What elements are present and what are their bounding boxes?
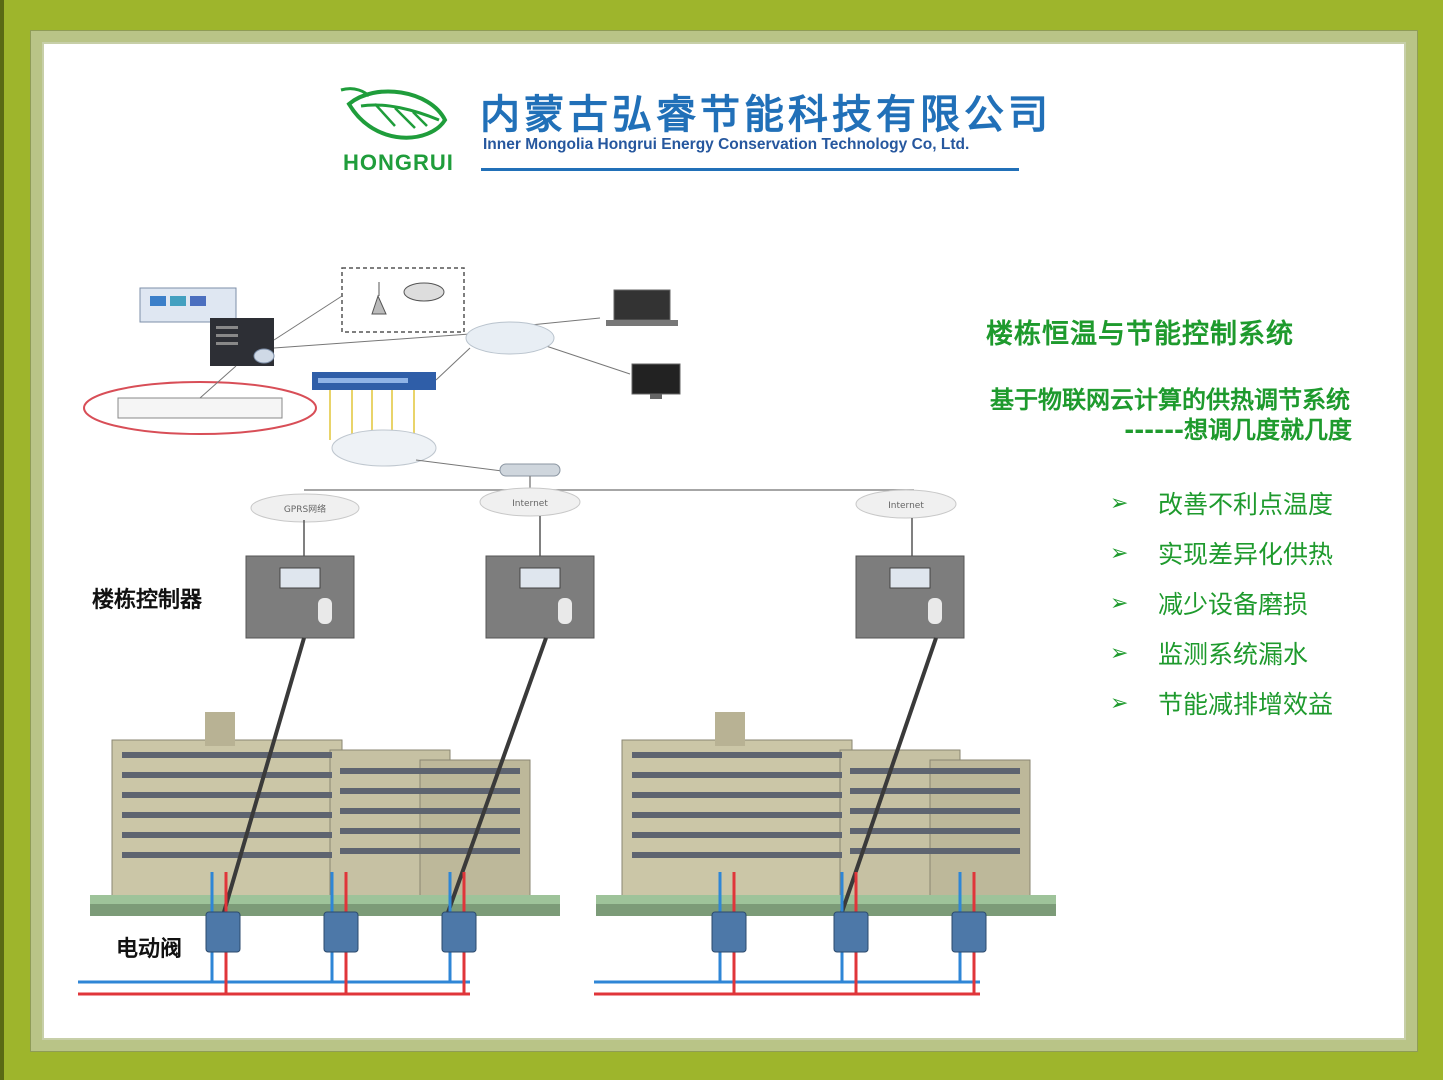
- feature-item: ➢ 节能减排增效益: [1110, 678, 1390, 728]
- feature-item: ➢ 监测系统漏水: [1110, 628, 1390, 678]
- phone-icon: [403, 282, 445, 302]
- feature-item: ➢ 改善不利点温度: [1110, 478, 1390, 528]
- cloud-platform-icon: [465, 321, 555, 355]
- control-center-monitor-icon: [139, 287, 237, 323]
- system-subtitle-line2: ------想调几度就几度: [1124, 416, 1352, 444]
- label-building-controller: 楼栋控制器: [92, 587, 203, 613]
- left-edge-bar: [0, 0, 4, 1080]
- building-controller-3: [855, 555, 965, 639]
- logo-text: HONGRUI: [343, 150, 454, 175]
- arrow-bullet-icon: ➢: [1110, 690, 1129, 716]
- arrow-bullet-icon: ➢: [1110, 490, 1129, 516]
- feature-text: 实现差异化供热: [1158, 540, 1334, 569]
- cloud-internet-1: Internet: [479, 487, 581, 517]
- arrow-bullet-icon: ➢: [1110, 590, 1129, 616]
- feature-text: 节能减排增效益: [1158, 690, 1334, 719]
- cloud-gprs: GPRS网络: [250, 493, 360, 523]
- switch-icon: [312, 372, 436, 390]
- feature-text: 减少设备磨损: [1158, 590, 1309, 619]
- feature-text: 监测系统漏水: [1158, 640, 1309, 669]
- svg-text:GPRS网络: GPRS网络: [284, 503, 326, 515]
- desktop-monitor-icon: [631, 363, 681, 399]
- company-name-en: Inner Mongolia Hongrui Energy Conservati…: [483, 136, 970, 153]
- cloud-internet-2: Internet: [855, 489, 957, 519]
- system-title: 楼栋恒温与节能控制系统: [986, 319, 1294, 350]
- company-header: HONGRUI 内蒙古弘睿节能科技有限公司 Inner Mongolia Hon…: [335, 82, 1048, 182]
- svg-text:Internet: Internet: [888, 501, 924, 511]
- feature-text: 改善不利点温度: [1158, 490, 1334, 519]
- server-icon: [210, 318, 275, 366]
- label-electric-valve: 电动阀: [116, 936, 183, 962]
- leaf-logo-icon: [340, 87, 448, 140]
- svg-text:Internet: Internet: [512, 499, 548, 509]
- electric-valve-icons: [205, 911, 987, 953]
- apartment-buildings-right: [596, 712, 1056, 916]
- arrow-bullet-icon: ➢: [1110, 640, 1129, 666]
- antenna-icon: [371, 282, 387, 315]
- header-underline: [481, 168, 1019, 171]
- feature-item: ➢ 减少设备磨损: [1110, 578, 1390, 628]
- laptop-icon: [606, 289, 678, 326]
- apartment-buildings-left: [90, 712, 560, 916]
- feature-item: ➢ 实现差异化供热: [1110, 528, 1390, 578]
- building-controller-2: [485, 555, 595, 639]
- feature-list: ➢ 改善不利点温度 ➢ 实现差异化供热 ➢ 减少设备磨损 ➢ 监测系统漏水 ➢ …: [1110, 478, 1390, 728]
- vpn-gateway-icon: [499, 463, 561, 477]
- internet-cloud-icon: [331, 429, 437, 467]
- software-platform-ellipse: [83, 381, 317, 435]
- building-controller-1: [245, 555, 355, 639]
- company-name-cn: 内蒙古弘睿节能科技有限公司: [480, 92, 1052, 138]
- system-subtitle-line1: 基于物联网云计算的供热调节系统: [990, 386, 1350, 414]
- arrow-bullet-icon: ➢: [1110, 540, 1129, 566]
- dashed-mobile-box: [341, 267, 465, 333]
